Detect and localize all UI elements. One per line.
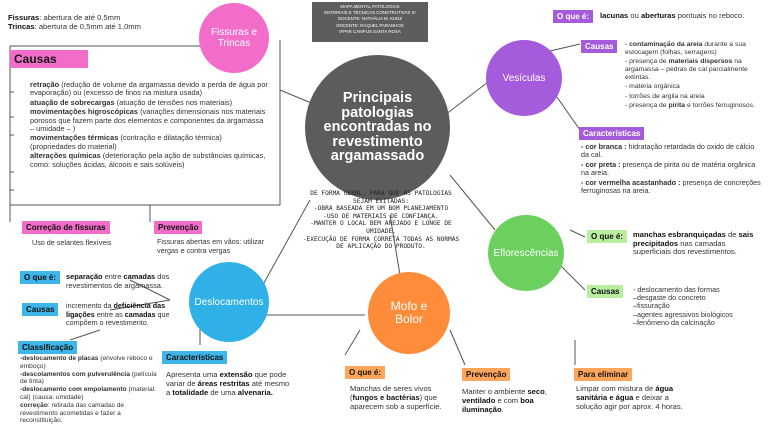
mofo-elim-text: Limpar com mistura de água sanitária e á… (576, 384, 683, 411)
classif-item: -deslocamento de placas (envolve reboco … (20, 355, 153, 370)
mofo-prev-label: Prevenção (462, 368, 511, 381)
causa-item: - presença de materiais dispersos na arg… (625, 58, 748, 82)
mofo-prev-text: Manter o ambiente seco, ventilado e com … (462, 387, 547, 414)
causa-item: movimentações higroscópicas (variações d… (30, 107, 266, 134)
node-deslocamentos: Deslocamentos (189, 262, 269, 342)
vesiculas-caract-label: Características (579, 127, 645, 140)
causa-item: atuação de sobrecargas (atuação de tensõ… (30, 97, 233, 107)
deslocamentos-causas-label: Causas (22, 303, 59, 316)
caract-item: - cor preta : presença de pirita ou de m… (581, 159, 756, 178)
classif-item: -deslocamento com empolamento (material:… (20, 386, 156, 401)
eflorescencias-causas-list: - deslocamento das formas –desgaste do c… (633, 285, 765, 327)
causa-item: alterações químicas (deterioração pela a… (30, 151, 266, 169)
node-eflorescencias: Eflorescências (488, 215, 564, 291)
deslocamentos-caract-text: Apresenta uma extensão que pode variar d… (166, 370, 290, 397)
prevencao-fissuras-label: Prevenção (154, 221, 203, 234)
node-fissuras: Fissuras e Trincas (199, 3, 269, 73)
deslocamentos-oque-label: O que é: (20, 271, 61, 284)
deslocamentos-classif-list: -deslocamento de placas (envolve reboco … (20, 355, 160, 425)
node-vesiculas: Vesículas (486, 40, 562, 116)
causa-item: –fissuração (633, 301, 670, 311)
eflorescencias-oque-text: manchas esbranquiçadas de sais precipita… (633, 230, 754, 257)
causas-fissuras-list: retração (redução de volume da argamassa… (16, 80, 268, 170)
general-recommendations: DE FORMA GERAL, PARA QUE AS PATOLOGIAS S… (302, 190, 460, 251)
causa-item: retração (redução de volume da argamassa… (30, 80, 268, 98)
causa-item: movimentações térmicas (contração e dila… (30, 133, 222, 151)
caract-item: - cor vermelha acastanhado : presença de… (581, 177, 761, 196)
classif-item: -descolamentos com pulverulência (pelícu… (20, 370, 157, 386)
node-mofo: Mofo e Bolor (368, 272, 450, 354)
caract-item: - cor branca : hidratação retardada do o… (581, 142, 755, 160)
causa-item: - presença de pirita e torrões ferrugino… (625, 101, 755, 109)
mofo-oque-text: Manchas de seres vivos (fungos e bactéri… (350, 384, 442, 411)
trincas-definition: Trincas: abertura de 0,5mm até 1,0mm (8, 22, 141, 31)
causa-item: - deslocamento das formas (633, 285, 720, 294)
deslocamentos-oque-text: separação entre camadas dos revestimento… (66, 272, 170, 290)
causa-item: –fenômeno da calcinação (633, 317, 715, 327)
prevencao-fissuras-text: Fissuras abertas em vãos: utilizar verga… (157, 237, 265, 255)
eflorescencias-oque-label: O que é: (587, 230, 628, 243)
causa-item: - matéria orgânica (625, 83, 680, 91)
causa-item: –agentes agressivos biológicos (633, 309, 733, 319)
fissuras-definition: Fissuras: abertura de até 0,5mm (8, 13, 121, 22)
mofo-oque-label: O que é: (345, 366, 386, 379)
correcao-fissuras-label: Correção de fissuras (22, 221, 110, 234)
vesiculas-caract-list: - cor branca : hidratação retardada do o… (581, 142, 764, 196)
eflorescencias-causas-label: Causas (587, 285, 624, 298)
classif-item: correção: retirada das camadas de revest… (20, 401, 125, 425)
vesiculas-causas-label: Causas (581, 40, 618, 53)
deslocamentos-causas-text: incremento da deficiência das ligações e… (66, 301, 170, 328)
vesiculas-oque-text: lacunas ou aberturas pontuais no reboco. (600, 11, 745, 20)
correcao-fissuras-text: Uso de selantes flexíveis (32, 238, 112, 247)
vesiculas-causas-list: - contaminação da areia durante a sua es… (625, 41, 765, 111)
center-node: Principais patologias encontradas no rev… (305, 55, 450, 200)
mofo-elim-label: Para eliminar (574, 368, 633, 381)
causa-item: - torrões de argila na areia (625, 92, 705, 100)
vesiculas-oque-label: O que é: (553, 10, 594, 23)
deslocamentos-classif-label: Classificação (18, 341, 78, 354)
causa-item: - contaminação da areia durante a sua es… (625, 41, 746, 57)
causa-item: –desgaste do concreto (633, 293, 706, 303)
credits-box: MAPA MENTAL PATOLOGIAS MATERIAIS E TÉCNI… (312, 2, 428, 42)
causas-fissuras-label: Causas (10, 50, 88, 68)
deslocamentos-caract-label: Características (162, 351, 228, 364)
